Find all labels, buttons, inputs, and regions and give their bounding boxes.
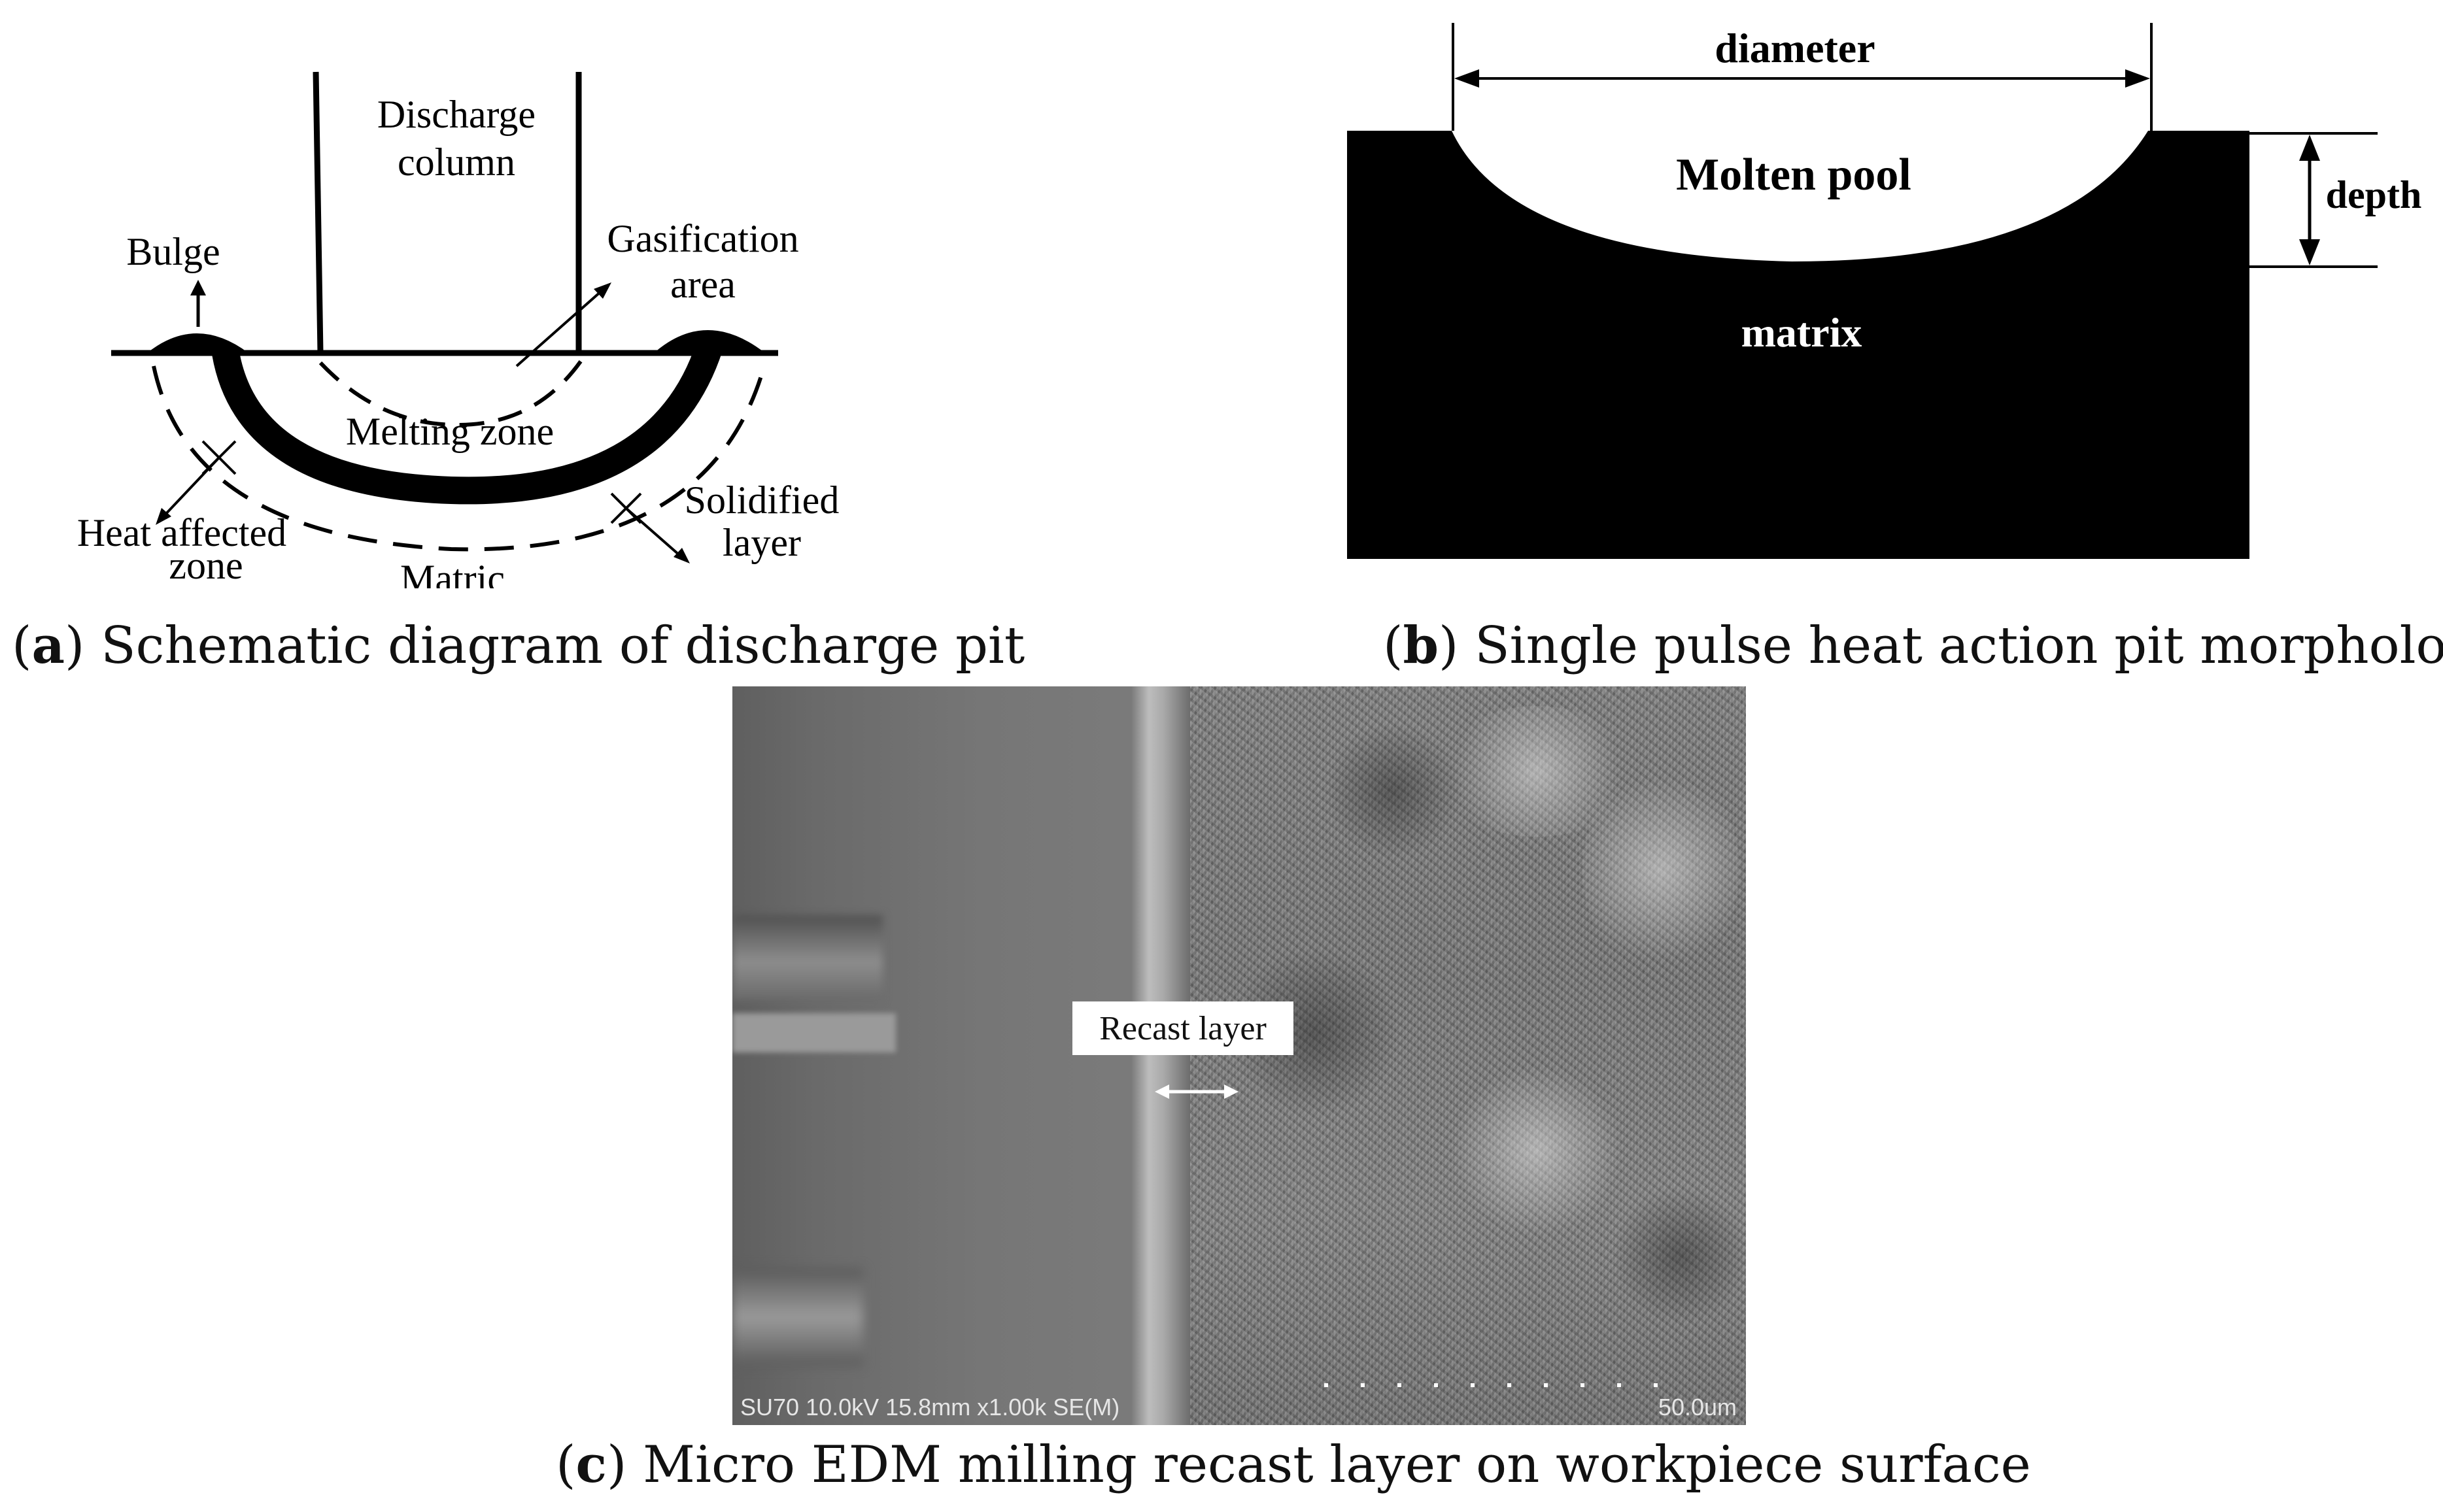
recast-thickness-arrow <box>1155 1084 1239 1099</box>
label-discharge-line2: column <box>398 141 515 184</box>
gasification-arrow-shaft <box>515 290 603 367</box>
label-heat-affected-line1: Heat affected <box>77 511 286 554</box>
matrix-block <box>1347 131 2249 559</box>
recast-layer-label: Recast layer <box>1072 1001 1293 1055</box>
sem-feature-band <box>732 915 883 1000</box>
heat-affected-boundary <box>152 362 767 552</box>
bulge-arrow-head <box>190 280 206 295</box>
panel-b-pit-morphology: diameter depth Molten pool matrix <box>1308 0 2443 588</box>
label-gasification-line1: Gasification <box>607 217 798 260</box>
bulge-right <box>654 330 765 353</box>
label-melting-zone: Melting zone <box>346 410 554 453</box>
depth-arrow-top <box>2299 135 2320 161</box>
label-gasification-line2: area <box>670 263 736 306</box>
melting-zone-boundary <box>212 342 723 505</box>
recast-arrow-left-head <box>1155 1084 1169 1099</box>
gasification-arrow-head <box>594 282 611 299</box>
caption-b-text: Single pulse heat action pit morphology <box>1458 616 2443 675</box>
heat-affected-arrow-head <box>156 508 171 525</box>
caption-c: (c) Micro EDM milling recast layer on wo… <box>556 1435 2031 1494</box>
caption-b: (b) Single pulse heat action pit morphol… <box>1383 616 2443 675</box>
label-discharge-line1: Discharge <box>377 93 536 136</box>
caption-c-text: Micro EDM milling recast layer on workpi… <box>626 1436 2031 1494</box>
diameter-arrow-right <box>2125 69 2150 88</box>
label-heat-affected-line2: zone <box>169 544 243 587</box>
caption-a: (a) Schematic diagram of discharge pit <box>12 616 1025 675</box>
panel-a-discharge-pit-schematic: Discharge column Bulge Gasification area… <box>0 0 981 600</box>
solidified-cross-b <box>610 492 642 524</box>
solidified-arrow-head <box>674 548 690 563</box>
sem-recast-edge <box>1131 686 1190 1425</box>
caption-c-letter: c <box>575 1435 607 1494</box>
heat-affected-arrow-shaft <box>162 456 220 518</box>
sem-image: Recast layer SU70 10.0kV 15.8mm x1.00k S… <box>732 686 1746 1425</box>
caption-a-letter: a <box>31 616 65 675</box>
label-solidified-line1: Solidified <box>685 479 840 522</box>
label-matric: Matric <box>400 557 505 588</box>
label-depth: depth <box>2326 173 2422 216</box>
panel-c-sem-micrograph: Recast layer SU70 10.0kV 15.8mm x1.00k S… <box>732 686 1746 1425</box>
diameter-arrow-left <box>1454 69 1479 88</box>
sem-bright-spot <box>1582 765 1739 974</box>
discharge-pit-diagram: Discharge column Bulge Gasification area… <box>77 71 840 600</box>
sem-dark-spot <box>1321 726 1465 856</box>
scale-bar-ticks <box>1324 1383 1690 1387</box>
solidified-arrow-shaft <box>625 507 681 557</box>
sem-parameters: SU70 10.0kV 15.8mm x1.00k SE(M) <box>740 1394 1120 1420</box>
label-bulge: Bulge <box>126 230 220 273</box>
recast-arrow-right-head <box>1224 1084 1239 1099</box>
sem-bright-spot <box>1452 1066 1622 1235</box>
sem-feature-band <box>732 1268 863 1366</box>
sem-dark-spot <box>1615 1183 1746 1327</box>
caption-b-letter: b <box>1403 616 1439 675</box>
label-matrix: matrix <box>1741 309 1862 356</box>
label-solidified-line2: layer <box>723 521 801 564</box>
depth-arrow-bottom <box>2299 239 2320 265</box>
scale-bar-label: 50.0um <box>1658 1394 1737 1420</box>
label-diameter: diameter <box>1715 25 1875 71</box>
gasification-boundary <box>318 358 584 428</box>
sem-feature-band <box>732 1013 896 1052</box>
bulge-left <box>147 333 248 353</box>
discharge-column-left-line <box>313 71 324 354</box>
pit-morphology-diagram: diameter depth Molten pool matrix <box>1347 23 2422 559</box>
sem-info-bar: SU70 10.0kV 15.8mm x1.00k SE(M) 50.0um <box>732 1394 1746 1425</box>
caption-a-text: Schematic diagram of discharge pit <box>84 616 1025 675</box>
label-molten-pool: Molten pool <box>1676 150 1911 200</box>
